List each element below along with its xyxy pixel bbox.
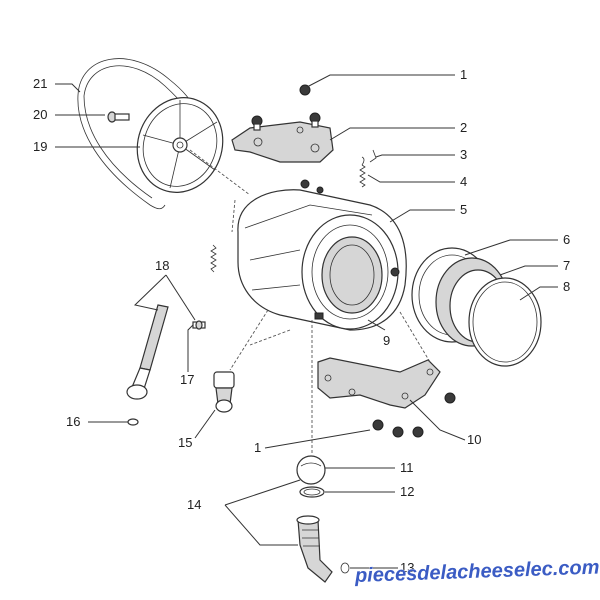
sump-hose[interactable]: [296, 515, 333, 583]
callout-13: 13: [400, 560, 414, 575]
leader-lines: [55, 74, 558, 569]
callout-10: 10: [467, 432, 481, 447]
upper-bracket[interactable]: [231, 121, 334, 163]
callout-16: 16: [66, 414, 80, 429]
callout-21: 21: [33, 76, 47, 91]
callout-11: 11: [400, 460, 414, 475]
pulley-bolt[interactable]: [107, 111, 130, 123]
callout-12: 12: [400, 484, 414, 499]
washer[interactable]: [127, 418, 139, 426]
callout-1-top: 1: [460, 67, 467, 82]
callout-20: 20: [33, 107, 47, 122]
callout-14: 14: [187, 497, 201, 512]
callout-labels: 1 2 3 4 5 6 7 8 9 10 1 11 12 13 14 15 16…: [33, 67, 570, 575]
watermark-text: piecesdelacheeselec.com: [354, 556, 600, 587]
suspension-spring-right[interactable]: [359, 156, 366, 188]
callout-8: 8: [563, 279, 570, 294]
callout-19: 19: [33, 139, 47, 154]
callout-2: 2: [460, 120, 467, 135]
small-clip[interactable]: [340, 562, 350, 574]
tub-assembly[interactable]: [237, 179, 407, 331]
shock-pin[interactable]: [192, 320, 206, 330]
hose-connector[interactable]: [213, 371, 235, 413]
suspension-spring-left[interactable]: [210, 244, 217, 273]
valve-ball[interactable]: [296, 455, 326, 485]
rubber-stoppers-bottom[interactable]: [372, 392, 456, 438]
spring-clip[interactable]: [369, 149, 377, 163]
callout-9: 9: [383, 333, 390, 348]
callout-18: 18: [155, 258, 169, 273]
callout-5: 5: [460, 202, 467, 217]
callout-4: 4: [460, 174, 467, 189]
callout-15: 15: [178, 435, 192, 450]
drum-pulley[interactable]: [124, 86, 236, 205]
callout-3: 3: [460, 147, 467, 162]
lower-bracket[interactable]: [317, 357, 441, 409]
assembly-lines: [189, 149, 431, 455]
callout-6: 6: [563, 232, 570, 247]
rubber-stoppers-top[interactable]: [251, 84, 321, 131]
callout-1-bottom: 1: [254, 440, 261, 455]
hose-clamp[interactable]: [299, 486, 325, 498]
shock-absorber[interactable]: [126, 304, 169, 400]
callout-7: 7: [563, 258, 570, 273]
callout-17: 17: [180, 372, 194, 387]
clamp-ring[interactable]: [468, 277, 542, 367]
